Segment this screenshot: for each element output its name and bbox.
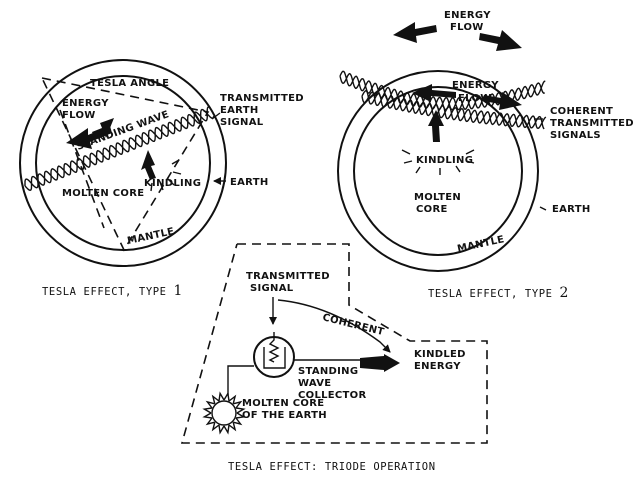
coherent-label-line3: SIGNALS — [550, 130, 601, 141]
kindling-arrow-2 — [428, 110, 444, 142]
triode-dashed-outline — [180, 243, 488, 444]
triode-tube-icon — [253, 336, 295, 378]
energy-flow-arrow-right — [92, 118, 114, 138]
transmitted-label-line1: TRANSMITTED — [220, 93, 304, 104]
molten-core-line2: OF THE EARTH — [242, 410, 327, 421]
standing-wave — [24, 106, 215, 192]
energy-flow-label-line1: ENERGY — [62, 98, 109, 109]
standing-line1: STANDING — [298, 366, 358, 377]
energy-flow-inner-arrow-left — [412, 84, 456, 102]
signal-pointer — [211, 112, 221, 120]
core-wire — [227, 365, 254, 395]
energy-flow-top-arrow-left — [393, 22, 437, 43]
molten-core-line1: MOLTEN CORE — [242, 398, 324, 409]
tube-filament-icon — [268, 332, 280, 363]
caption-triode: TESLA EFFECT: TRIODE OPERATION — [228, 461, 436, 473]
transmitted-label-line2: EARTH — [220, 105, 259, 116]
coherent-label: COHERENT — [321, 312, 385, 338]
mantle-inner-circle — [35, 75, 211, 251]
coherent-label-line2: TRANSMITTED — [550, 118, 634, 129]
molten-core-icon — [202, 391, 246, 435]
energy-flow-label-line2: FLOW — [62, 110, 96, 121]
tube-electrode-icon — [263, 347, 286, 369]
transmitted-label-line3: SIGNAL — [220, 117, 264, 128]
mantle-label: MANTLE — [126, 226, 175, 247]
triode-transmitted-line1: TRANSMITTED — [246, 271, 330, 282]
earth-outer-circle — [19, 59, 227, 267]
kindling-rays — [150, 159, 182, 192]
energy-flow-top-arrow-right — [479, 30, 522, 51]
earth-outer-circle-2 — [337, 70, 539, 272]
earth-label: EARTH — [230, 177, 269, 188]
caption-type-2: TESLA EFFECT, TYPE 2 — [428, 285, 569, 301]
figure-type-1: TESLA ANGLE ENERGY FLOW STANDING WAVE TR… — [19, 59, 304, 299]
standing-line3: COLLECTOR — [298, 390, 366, 401]
standing-line2: WAVE — [298, 378, 331, 389]
tesla-angle-label: TESLA ANGLE — [90, 78, 169, 89]
molten-label-line2: CORE — [416, 204, 448, 215]
kindled-line2: ENERGY — [414, 361, 461, 372]
energy-flow-top-line2: FLOW — [450, 22, 484, 33]
coherent-curve — [277, 299, 391, 353]
mantle-inner-circle-2 — [353, 86, 523, 256]
coherent-label-line1: COHERENT — [550, 106, 613, 117]
figure-type-2: ENERGY FLOW ENERGY FLOW COHERENT TRANSMI… — [337, 10, 634, 301]
earth-label-2: EARTH — [552, 204, 591, 215]
caption-type-1: TESLA EFFECT, TYPE 1 — [42, 283, 183, 299]
transmitted-wave-inner — [361, 89, 547, 130]
kindling-label-2: KINDLING — [416, 155, 473, 166]
energy-flow-inner-line1: ENERGY — [452, 80, 499, 91]
kindled-energy-arrow-head — [384, 354, 400, 372]
kindling-arrow — [141, 150, 156, 180]
kindled-energy-arrow-body — [360, 356, 384, 370]
energy-flow-inner-line2: FLOW — [458, 93, 492, 104]
triode-transmitted-line2: SIGNAL — [250, 283, 294, 294]
molten-label-line1: MOLTEN — [414, 192, 461, 203]
figure-triode: TRANSMITTED SIGNAL COHERENT KINDLED ENER… — [180, 243, 488, 473]
kindling-rays-2 — [401, 149, 475, 175]
energy-flow-top-line1: ENERGY — [444, 10, 491, 21]
energy-flow-inner-arrow-right — [483, 92, 522, 110]
kindled-line1: KINDLED — [414, 349, 466, 360]
earth-pointer-2 — [539, 206, 547, 211]
molten-core-label: MOLTEN CORE — [62, 188, 144, 199]
kindling-label: KINDLING — [144, 178, 201, 189]
